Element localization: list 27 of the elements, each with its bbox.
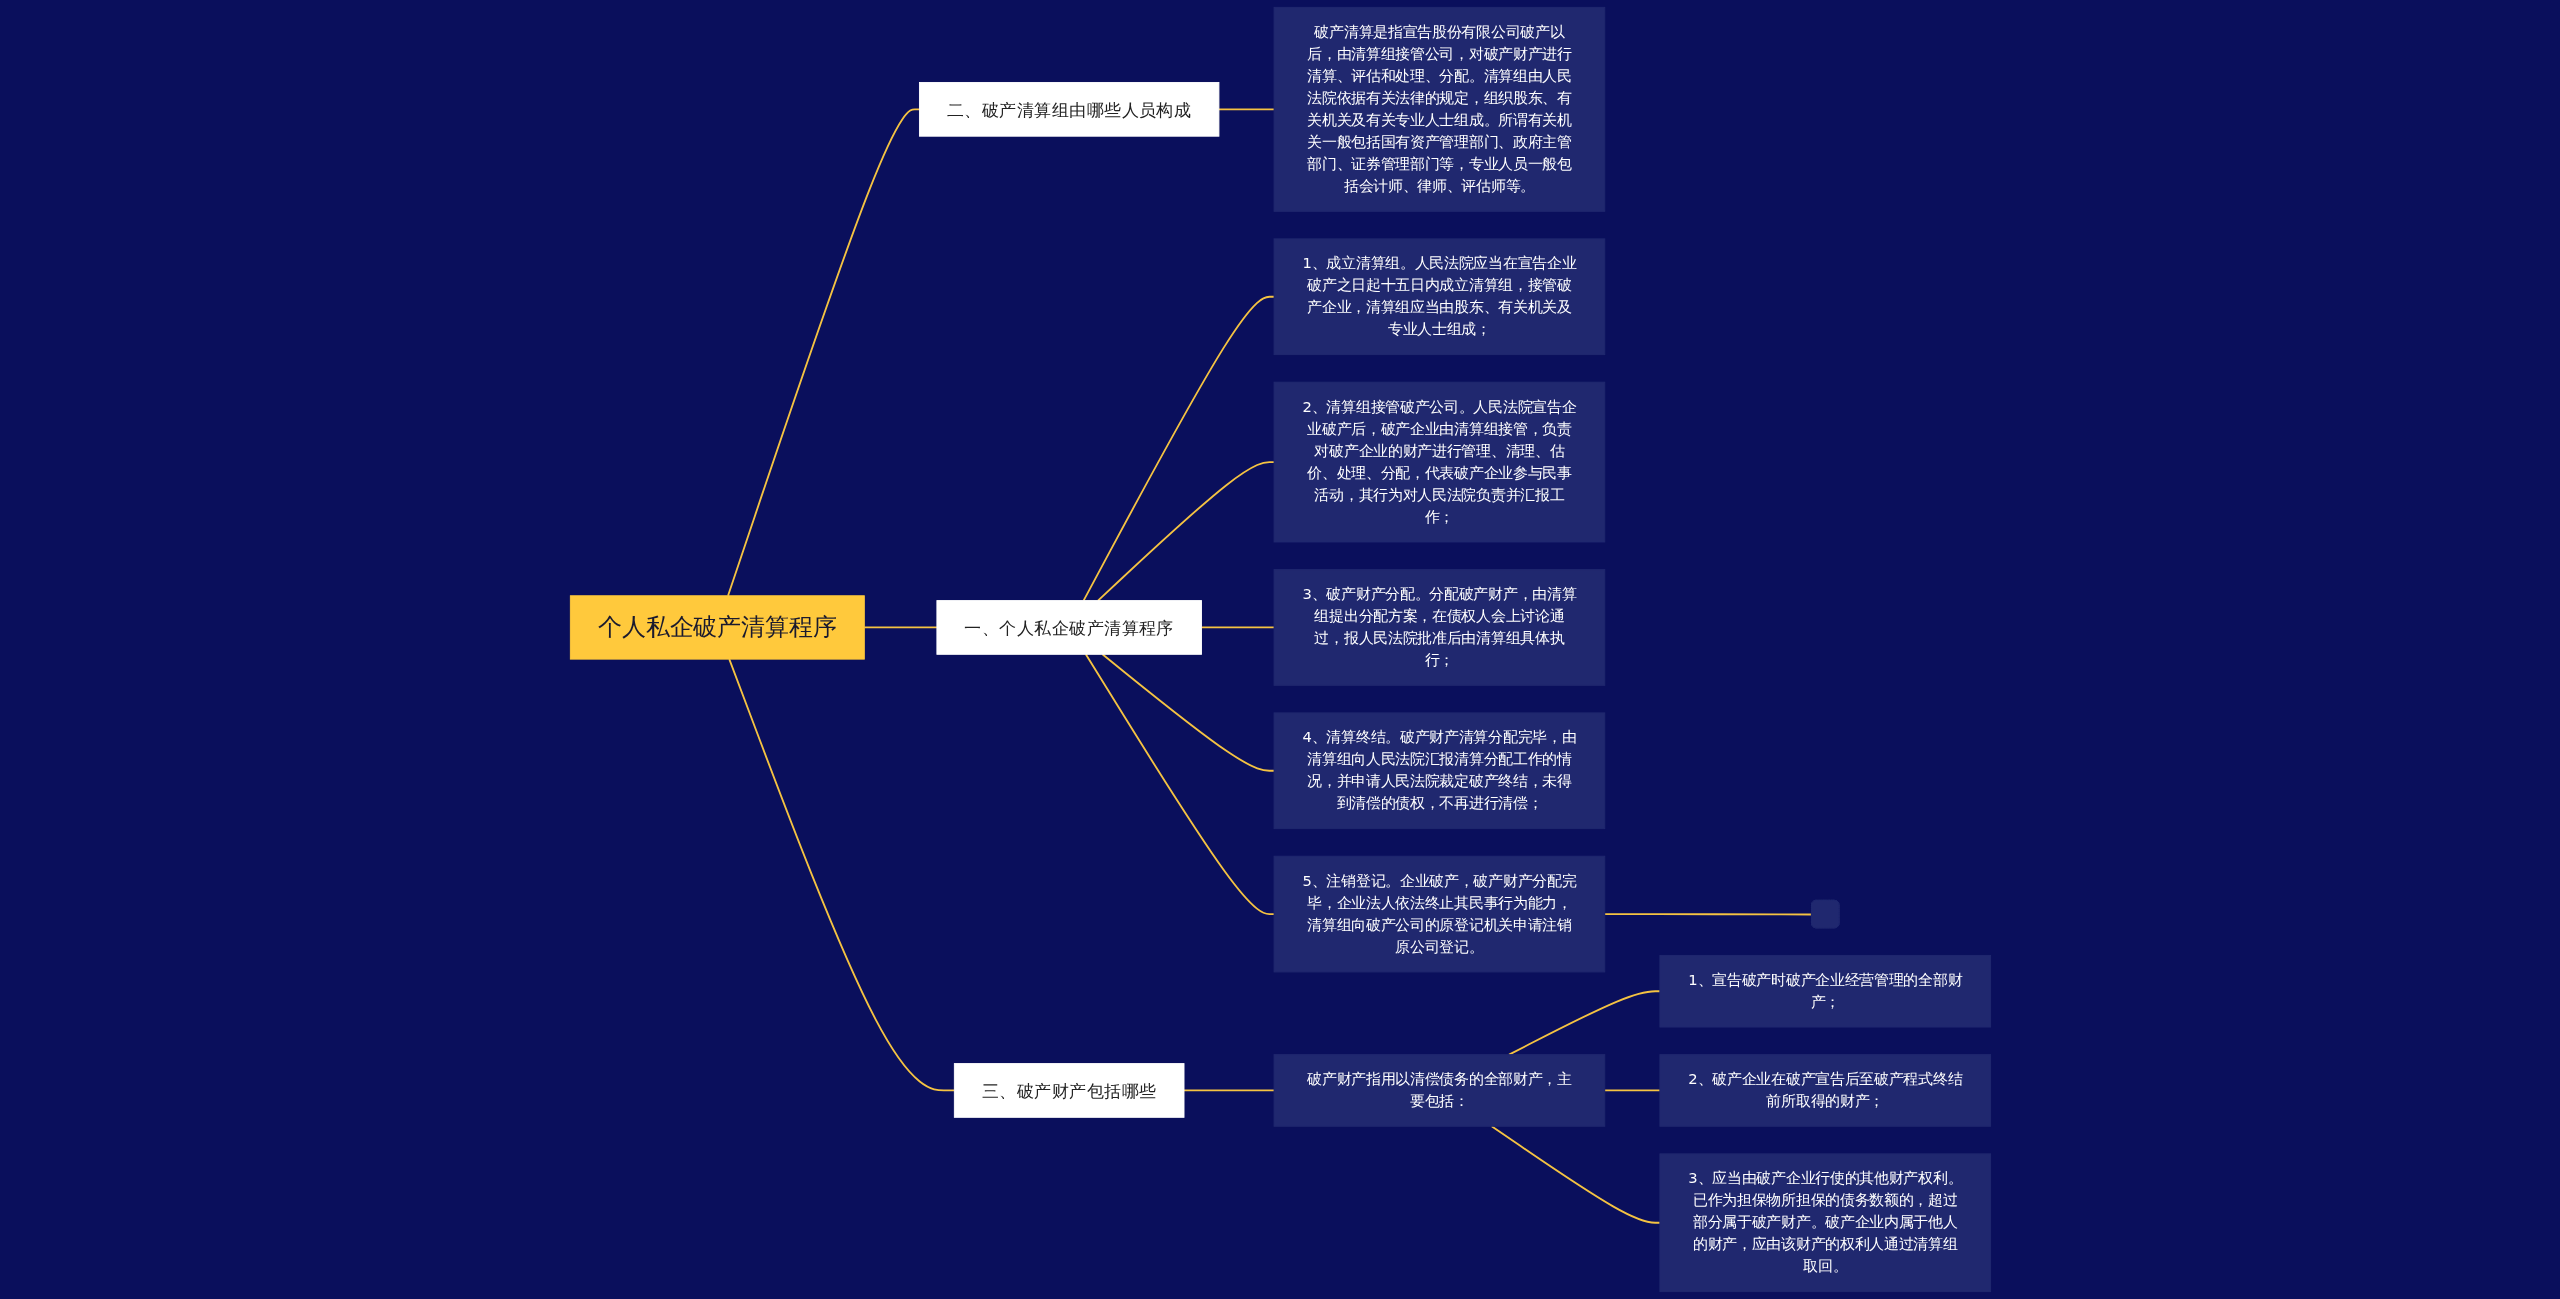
node-box: 3、应当由破产企业行使的其他财产权利。已作为担保物所担保的债务数额的，超过部分属于破产财产。破产企业内属于他人的财产，应由该财产的权利人通过清算组取回。 [1658, 1153, 1991, 1293]
connector [1490, 1125, 1661, 1224]
node-box: 3、破产财产分配。分配破产财产，由清算组提出分配方案，在债权人会上讨论通过，报人民法院批准后由清算组具体执行； [1273, 569, 1605, 686]
connector [1096, 461, 1275, 602]
connector [1101, 653, 1275, 772]
node-box: 2、清算组接管破产公司。人民法院宣告企业破产后，破产企业由清算组接管，负责对破产企业的财产进行管理、清理、估价、处理、分配，代表破产企业参与民事活动，其行为对人民法院负责并汇报工作； [1273, 381, 1605, 543]
node-box: 二、破产清算组由哪些人员构成 [918, 82, 1219, 137]
node-box: 1、宣告破产时破产企业经营管理的全部财产； [1658, 954, 1991, 1028]
connector [862, 626, 938, 629]
connector [1084, 653, 1275, 915]
node-box: 破产财产指用以清偿债务的全部财产，主要包括： [1273, 1054, 1605, 1127]
connector [1082, 295, 1275, 602]
node-box: 个人私企破产清算程序 [569, 595, 865, 660]
connector [1603, 1089, 1661, 1092]
node-box: 4、清算终结。破产财产清算分配完毕，由清算组向人民法院汇报清算分配工作的情况，并申请人民法院裁定破产终结，未得到清偿的债权，不再进行清偿； [1273, 712, 1605, 830]
node-box: 三、破产财产包括哪些 [953, 1063, 1184, 1118]
node-box: 5、注销登记。企业破产，破产财产分配完毕，企业法人依法终止其民事行为能力，清算组向破产公司的原登记机关申请注销原公司登记。 [1273, 855, 1605, 973]
node-box: 1、成立清算组。人民法院应当在宣告企业破产之日起十五日内成立清算组，接管破产企业，清算组应当由股东、有关机关及专业人士组成； [1273, 238, 1605, 356]
connector [1200, 626, 1275, 629]
node-box: 一、个人私企破产清算程序 [935, 600, 1202, 655]
connector [1217, 108, 1275, 111]
connector [727, 658, 955, 1092]
node-box: 2、破产企业在破产宣告后至破产程式终结前所取得的财产； [1658, 1054, 1991, 1127]
node-box: 破产清算是指宣告股份有限公司破产以后，由清算组接管公司，对破产财产进行清算、评估和处理、分配。清算组由人民法院依据有关法律的规定，组织股东、有关机关及有关专业人士组成。所谓有关机关一般包括国有资产管理部门、政府主管部门、证券管理部门等，专业人员一般包括会计师、律师、评估师等。 [1273, 6, 1605, 212]
connector [726, 108, 920, 597]
connector [1507, 990, 1661, 1056]
connector [1182, 1089, 1275, 1092]
